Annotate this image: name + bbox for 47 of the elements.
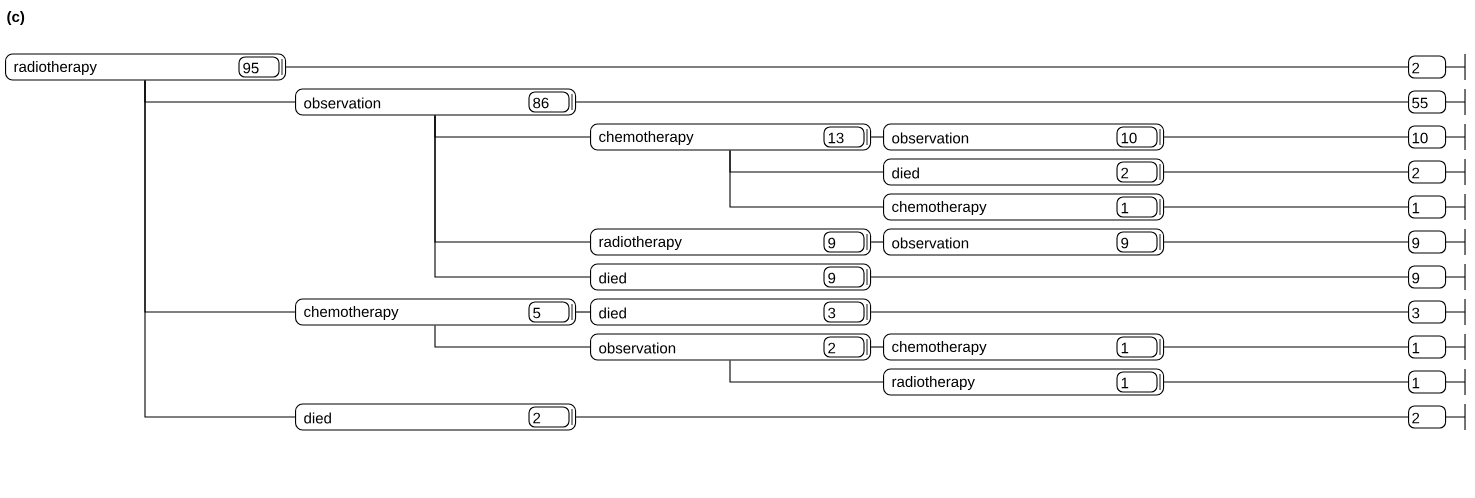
state-box: chemotherapy 5 [295,298,577,326]
count-badge: 9 [1408,230,1447,254]
connector-line [1163,381,1409,383]
count-badge: 2 [1408,405,1447,429]
connector-line [575,416,1409,418]
count-badge: 2 [1408,55,1447,79]
count-badge: 1 [1408,195,1447,219]
connector-line [729,150,884,208]
state-box: radiotherapy 95 [5,53,287,81]
count-badge: 1 [1408,370,1447,394]
state-box: observation 9 [883,228,1165,256]
panel-label: (c) [7,11,25,25]
state-box: radiotherapy 1 [883,368,1165,396]
connector-line [870,346,884,348]
connector-line [1163,241,1409,243]
connector-line [1163,171,1409,173]
connector-line [575,311,591,313]
count-badge: 3 [1408,300,1447,324]
state-box: observation 86 [295,88,577,116]
state-box: radiotherapy 9 [590,228,872,256]
state-box: died 2 [883,158,1165,186]
state-box: died 3 [590,298,872,326]
connector-line [870,311,1409,313]
state-box: chemotherapy 13 [590,123,872,151]
connector-line [1163,136,1409,138]
state-box: chemotherapy 1 [883,333,1165,361]
state-box: died 2 [295,403,577,431]
count-badge: 1 [1408,335,1447,359]
state-box: observation 10 [883,123,1165,151]
state-box: observation 2 [590,333,872,361]
connector-line [144,80,296,418]
connector-line [729,360,884,383]
connector-line [870,276,1409,278]
state-box: chemotherapy 1 [883,193,1165,221]
connector-line [870,136,884,138]
connector-line [434,115,591,278]
connector-line [285,66,1409,68]
count-badge: 55 [1408,90,1447,114]
connector-line [1163,206,1409,208]
count-badge: 10 [1408,125,1447,149]
connector-line [434,325,591,348]
connector-line [870,241,884,243]
connector-line [1163,346,1409,348]
connector-line [575,101,1409,103]
count-badge: 9 [1408,265,1447,289]
count-badge: 2 [1408,160,1447,184]
state-box: died 9 [590,263,872,291]
